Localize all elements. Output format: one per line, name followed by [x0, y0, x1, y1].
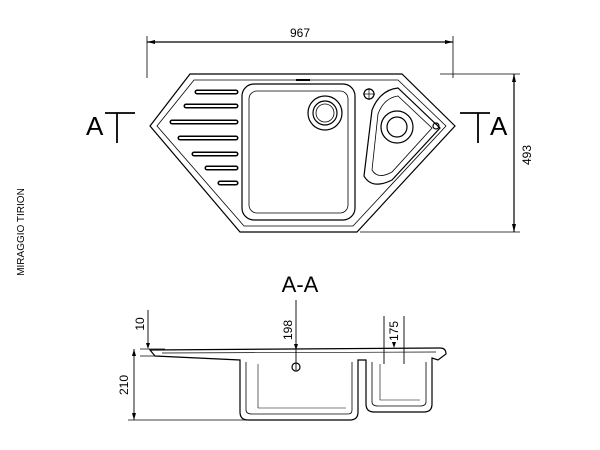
section-drain-mark	[291, 362, 301, 372]
section-view	[128, 300, 447, 421]
section-markers	[105, 112, 490, 143]
section-mark-left: A	[86, 111, 104, 141]
rim-thickness-label: 10	[133, 317, 147, 331]
small-bowl-depth-label: 175	[387, 321, 401, 341]
overall-depth-label: 493	[520, 145, 534, 165]
small-bowl	[363, 87, 441, 185]
sink-outline	[149, 73, 456, 233]
section-title: A-A	[282, 272, 319, 297]
overall-width-label: 967	[290, 26, 310, 40]
total-height-label: 210	[117, 375, 131, 395]
model-name: MIRAGGIO TIRION	[16, 188, 27, 276]
small-drain-icon	[380, 110, 414, 144]
section-mark-right: A	[490, 111, 508, 141]
main-bowl	[241, 83, 356, 221]
main-bowl-depth-label: 198	[281, 320, 295, 340]
section-rim	[148, 347, 447, 421]
main-drain-icon	[307, 95, 343, 131]
top-view	[146, 36, 520, 233]
